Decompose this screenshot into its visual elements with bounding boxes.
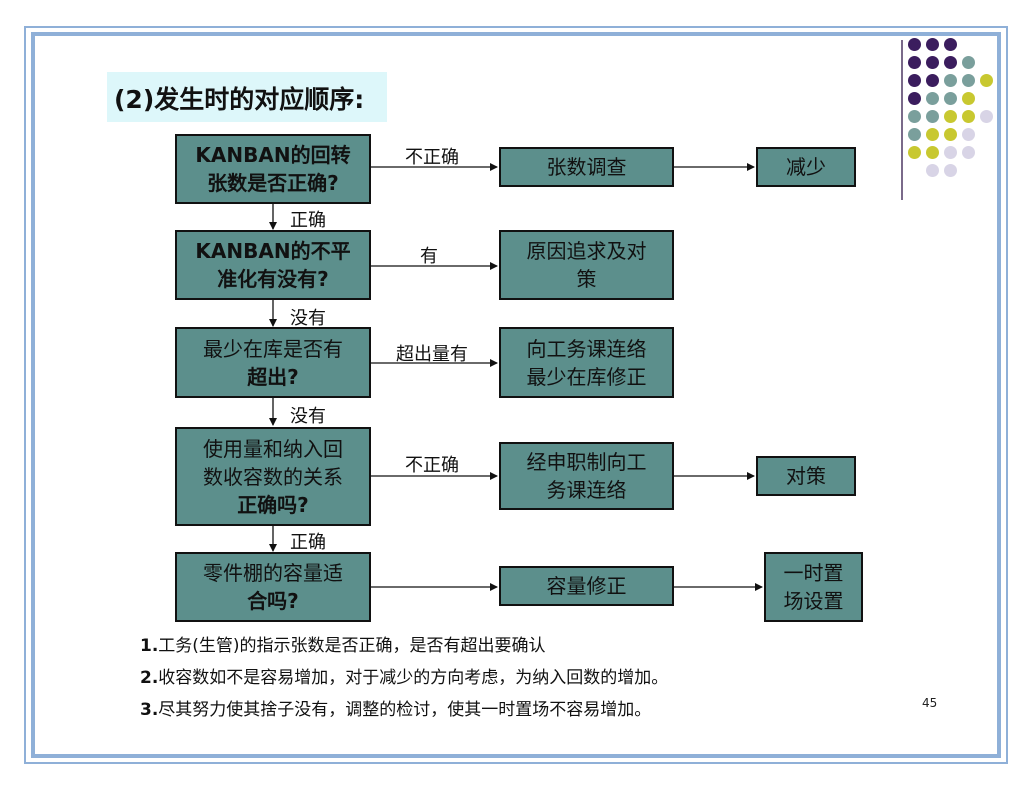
- decor-dot: [944, 38, 957, 51]
- decor-dot: [962, 92, 975, 105]
- box-line: 策: [576, 267, 597, 291]
- box-line: 使用量和纳入回: [203, 436, 343, 461]
- box-line: 一时置: [783, 561, 844, 585]
- box-line: 最少在库修正: [526, 364, 647, 389]
- decor-dot: [962, 74, 975, 87]
- edge-label-none-1: 没有: [290, 308, 326, 329]
- decor-dot: [926, 110, 939, 123]
- box-line: 对策: [786, 464, 826, 488]
- decor-dot: [926, 146, 939, 159]
- box-line: 正确吗?: [237, 492, 309, 517]
- result-box-countermeasure: 对策: [756, 456, 856, 496]
- box-line: 场设置: [783, 589, 844, 613]
- result-box-reduce: 减少: [756, 147, 856, 187]
- action-box-count-check: 张数调查: [499, 147, 674, 187]
- note-number: 1.: [140, 636, 159, 656]
- decor-dot: [962, 146, 975, 159]
- decor-dot: [980, 74, 993, 87]
- decor-dot: [944, 74, 957, 87]
- title-highlight: [107, 72, 387, 122]
- decision-box-usage-relation: 使用量和纳入回数收容数的关系正确吗?: [175, 427, 371, 526]
- box-line: 向工务课连络: [526, 336, 647, 361]
- decor-dot: [962, 110, 975, 123]
- decor-dot: [926, 92, 939, 105]
- note-number: 2.: [140, 668, 159, 688]
- notes-list: 1.工务(生管)的指示张数是否正确，是否有超出要确认 2.收容数如不是容易增加，…: [140, 630, 668, 726]
- decor-dot: [962, 56, 975, 69]
- decision-box-kanban-leveling: KANBAN的不平准化有没有?: [175, 230, 371, 300]
- slide-frame-outer: [24, 26, 1008, 764]
- decor-dot: [908, 110, 921, 123]
- note-text: 尽其努力使其捨子没有，调整的检讨，使其一时置场不容易增加。: [158, 700, 652, 720]
- decor-dot: [926, 128, 939, 141]
- box-line: 务课连络: [546, 478, 627, 502]
- result-box-temp-storage: 一时置场设置: [764, 552, 863, 622]
- edge-label-correct-2: 正确: [290, 532, 326, 553]
- decor-dot: [908, 128, 921, 141]
- box-line: 超出?: [247, 364, 299, 389]
- edge-label-correct-1: 正确: [290, 210, 326, 231]
- action-box-contact-correct: 向工务课连络最少在库修正: [499, 327, 674, 398]
- box-line: 张数是否正确?: [207, 171, 339, 195]
- box-line: 减少: [786, 155, 826, 179]
- note-text: 收容数如不是容易增加，对于减少的方向考虑，为纳入回数的增加。: [158, 668, 669, 688]
- decor-dot: [926, 74, 939, 87]
- slide-frame-inner: [31, 32, 1001, 758]
- edge-label-none-2: 没有: [290, 406, 326, 427]
- decor-dot: [908, 146, 921, 159]
- decor-dot: [926, 164, 939, 177]
- edge-label-incorrect-1: 不正确: [405, 147, 459, 168]
- decor-dot: [980, 110, 993, 123]
- box-line: 原因追求及对: [526, 239, 647, 263]
- edge-label-yes: 有: [420, 246, 438, 267]
- action-box-report-contact: 经申职制向工务课连络: [499, 442, 674, 510]
- decor-dot: [944, 146, 957, 159]
- box-line: KANBAN的回转: [195, 143, 351, 167]
- box-line: 张数调查: [546, 155, 627, 179]
- action-box-cause-analysis: 原因追求及对策: [499, 230, 674, 300]
- decor-divider-line: [901, 40, 903, 200]
- note-item: 2.收容数如不是容易增加，对于减少的方向考虑，为纳入回数的增加。: [140, 662, 668, 694]
- note-number: 3.: [140, 700, 159, 720]
- decor-dot: [944, 110, 957, 123]
- decision-box-shelf-capacity: 零件棚的容量适合吗?: [175, 552, 371, 622]
- decor-dot: [944, 92, 957, 105]
- box-line: 最少在库是否有: [203, 336, 343, 361]
- decor-dot: [908, 38, 921, 51]
- decor-dot: [944, 128, 957, 141]
- note-item: 1.工务(生管)的指示张数是否正确，是否有超出要确认: [140, 630, 668, 662]
- box-line: 零件棚的容量适: [203, 561, 343, 585]
- decor-dot: [908, 92, 921, 105]
- edge-label-exceed: 超出量有: [396, 344, 468, 365]
- box-line: 数收容数的关系: [203, 464, 343, 489]
- note-text: 工务(生管)的指示张数是否正确，是否有超出要确认: [158, 636, 546, 656]
- action-box-capacity-fix: 容量修正: [499, 566, 674, 606]
- box-line: KANBAN的不平: [195, 239, 351, 263]
- box-line: 合吗?: [247, 589, 299, 613]
- page-number: 45: [922, 696, 938, 710]
- slide-title: (2)发生时的对应顺序:: [114, 85, 365, 114]
- decor-dot: [908, 74, 921, 87]
- edge-label-incorrect-2: 不正确: [405, 455, 459, 476]
- decor-dot: [944, 56, 957, 69]
- decision-box-min-stock: 最少在库是否有超出?: [175, 327, 371, 398]
- decor-dot: [944, 164, 957, 177]
- decor-dot: [926, 56, 939, 69]
- box-line: 准化有没有?: [217, 267, 329, 291]
- decision-box-kanban-count: KANBAN的回转张数是否正确?: [175, 134, 371, 204]
- decor-dot: [908, 56, 921, 69]
- note-item: 3.尽其努力使其捨子没有，调整的检讨，使其一时置场不容易增加。: [140, 694, 668, 726]
- box-line: 经申职制向工: [526, 450, 647, 474]
- decor-dot: [962, 128, 975, 141]
- decorative-dot-grid: [902, 38, 993, 188]
- decor-dot: [926, 38, 939, 51]
- box-line: 容量修正: [546, 574, 627, 598]
